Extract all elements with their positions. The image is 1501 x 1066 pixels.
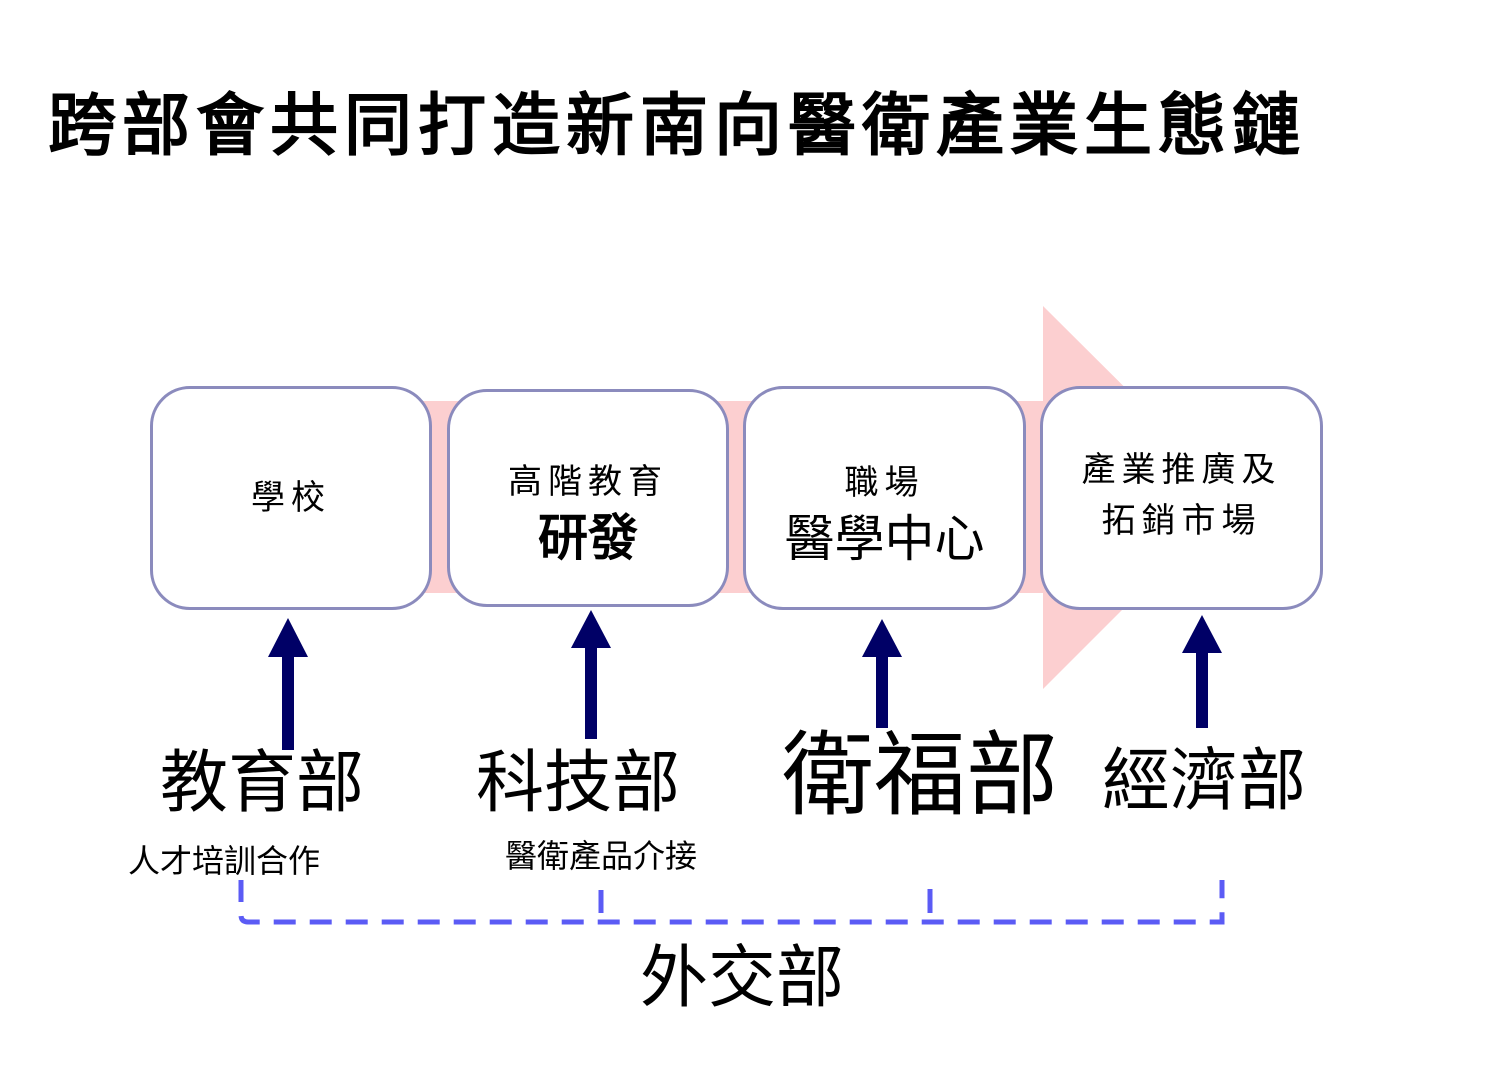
stage-box-workplace: 職場 醫學中心 xyxy=(743,386,1026,610)
stage-sublabel: 研發 xyxy=(538,508,638,567)
up-arrow-icon xyxy=(1182,615,1222,728)
ministry-health-welfare: 衛福部 xyxy=(782,722,1059,829)
ministry-education: 教育部 xyxy=(160,744,365,823)
stage-label-line: 拓銷市場 xyxy=(1101,501,1262,541)
ministry-foreign-affairs: 外交部 xyxy=(640,939,845,1018)
stage-box-higher-education: 高階教育 研發 xyxy=(447,389,729,607)
ministry-note: 醫衛產品介接 xyxy=(505,837,698,875)
up-arrow-icon xyxy=(268,618,308,750)
ministry-economic-affairs: 經濟部 xyxy=(1102,742,1307,821)
page-title: 跨部會共同打造新南向醫衛產業生態鏈 xyxy=(48,86,1307,166)
stage-label: 高階教育 xyxy=(508,461,668,502)
stage-box-industry-promotion: 產業推廣及 拓銷市場 xyxy=(1040,386,1323,610)
stage-label-line: 產業推廣及 xyxy=(1081,450,1282,490)
stage-label: 職場 xyxy=(844,462,925,503)
dashed-bracket xyxy=(238,880,1225,925)
stage-sublabel: 醫學中心 xyxy=(784,509,985,568)
up-arrow-icon xyxy=(862,619,902,728)
ministry-science: 科技部 xyxy=(476,744,681,823)
ministry-note: 人才培訓合作 xyxy=(128,842,321,880)
up-arrow-icon xyxy=(571,610,611,739)
stage-label: 學校 xyxy=(251,477,331,518)
stage-box-school: 學校 xyxy=(150,386,432,610)
